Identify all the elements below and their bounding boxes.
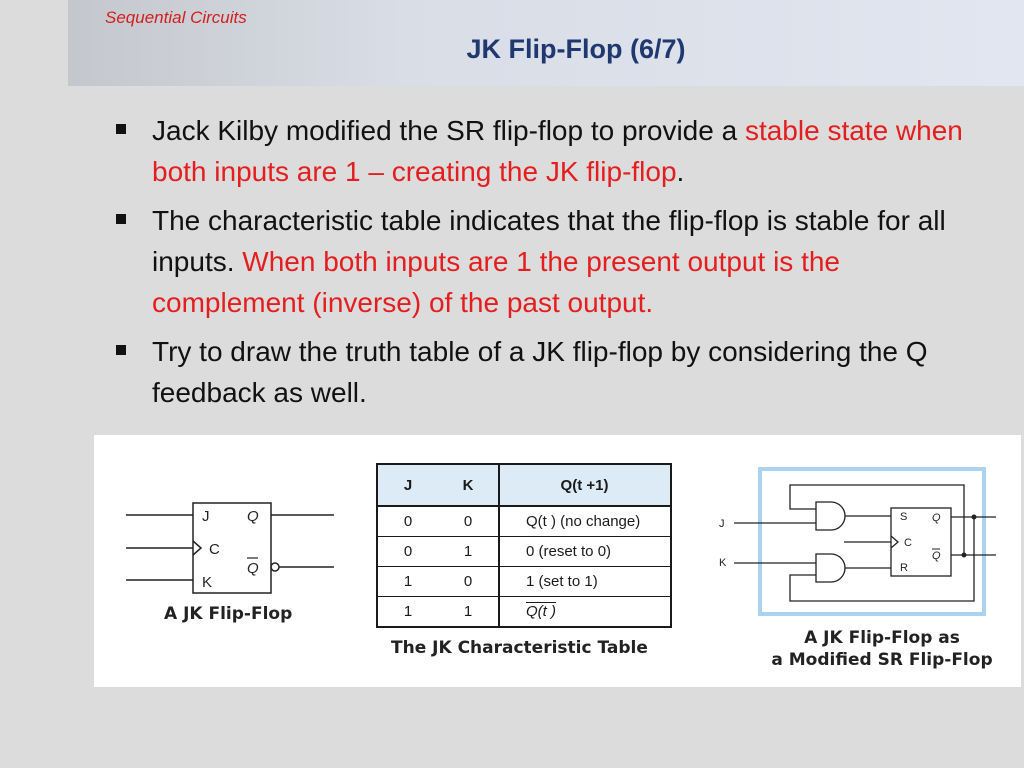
and-gate-bottom <box>815 553 846 583</box>
label-s: S <box>900 511 907 523</box>
sr-flipflop-box <box>890 507 952 577</box>
table-caption: The JK Characteristic Table <box>391 638 648 658</box>
table-cell: 0 <box>438 566 500 597</box>
table-cell: 0 (reset to 0) <box>499 536 671 567</box>
label-k: K <box>719 557 727 569</box>
table-header: J <box>377 464 438 507</box>
table-row: 0 0 Q(t ) (no change) <box>377 506 671 537</box>
bullet-text-part: . <box>676 156 685 187</box>
bullet-item: Try to draw the truth table of a JK flip… <box>110 331 1000 413</box>
table-cell: 1 <box>438 536 500 567</box>
bullet-text-highlight: stable state when both inputs are 1 – cr… <box>152 115 963 187</box>
slide-title: JK Flip-Flop (6/7) <box>466 34 686 64</box>
junction-dot-icon <box>971 514 977 520</box>
complement-value: Q(t ) <box>526 603 556 620</box>
label-j: J <box>202 508 210 525</box>
junction-dot-icon <box>961 552 967 558</box>
feedback-q-line <box>789 517 975 602</box>
table-cell: Q(t ) (no change) <box>499 506 671 537</box>
figure3-caption: A JK Flip-Flop as a Modified SR Flip-Flo… <box>762 627 1002 671</box>
figure3-caption-line: a Modified SR Flip-Flop <box>771 650 993 670</box>
jk-from-sr-circuit <box>734 467 996 616</box>
bullet-text-highlight: When both inputs are 1 the present outpu… <box>152 246 841 318</box>
label-qbar: Q <box>932 550 941 562</box>
table-header: K <box>438 464 500 507</box>
label-q: Q <box>932 512 941 524</box>
bullet-text-part: The characteristic table indicates that … <box>152 205 946 277</box>
table-cell: 1 (set to 1) <box>499 566 671 597</box>
bullet-item: The characteristic table indicates that … <box>110 200 1000 323</box>
section-label: Sequential Circuits <box>105 8 247 27</box>
label-q: Q <box>247 508 259 525</box>
table-header: Q(t +1) <box>499 464 671 507</box>
clock-triangle-icon <box>192 540 203 556</box>
table-cell: 0 <box>438 506 500 537</box>
table-cell: 1 <box>403 603 413 620</box>
inversion-bubble-icon <box>270 562 280 572</box>
label-k: K <box>202 574 212 591</box>
square-bullet-icon <box>116 124 126 134</box>
figure1-caption: A JK Flip-Flop <box>164 604 293 624</box>
square-bullet-icon <box>116 345 126 355</box>
figure-panel: J C K Q Q <box>94 435 1021 687</box>
and-gate-top <box>815 501 846 531</box>
square-bullet-icon <box>116 214 126 224</box>
bullet-text: The characteristic table indicates that … <box>152 205 946 318</box>
jk-flipflop-symbol <box>126 502 334 594</box>
bullet-text: Try to draw the truth table of a JK flip… <box>152 336 928 408</box>
bullet-text-part: Jack Kilby modified the SR flip-flop to … <box>152 115 745 146</box>
characteristic-table: J K Q(t +1) 0 0 Q(t ) (no change) 0 1 0 … <box>376 463 672 628</box>
table-cell: 0 <box>377 536 438 567</box>
table-cell: 1 <box>438 596 500 627</box>
bullet-text-part: Try to draw the truth table of a JK flip… <box>152 336 928 408</box>
table-row: 1 0 1 (set to 1) <box>377 566 671 597</box>
label-r: R <box>900 562 908 574</box>
label-c: C <box>904 537 912 549</box>
bullet-text: Jack Kilby modified the SR flip-flop to … <box>152 115 963 187</box>
table-row: 0 1 0 (reset to 0) <box>377 536 671 567</box>
table-cell: 1 <box>377 566 438 597</box>
figure-frame <box>758 467 986 616</box>
header-bar <box>68 0 1024 86</box>
figure3-caption-line: A JK Flip-Flop as <box>804 628 960 648</box>
table-cell: Q(t ) <box>499 597 671 628</box>
label-qbar: Q <box>247 560 259 577</box>
label-c: C <box>209 541 220 558</box>
clock-triangle-icon <box>890 535 899 549</box>
table-row: 1 1 Q(t ) <box>377 596 671 628</box>
bullet-list: Jack Kilby modified the SR flip-flop to … <box>110 110 1000 421</box>
feedback-qbar-line <box>789 484 965 555</box>
label-j: J <box>719 518 725 530</box>
bullet-item: Jack Kilby modified the SR flip-flop to … <box>110 110 1000 192</box>
circuit-diagrams: J C K Q Q <box>126 467 996 616</box>
table-header-row: J K Q(t +1) <box>377 464 671 507</box>
table-cell: 0 <box>377 506 438 537</box>
